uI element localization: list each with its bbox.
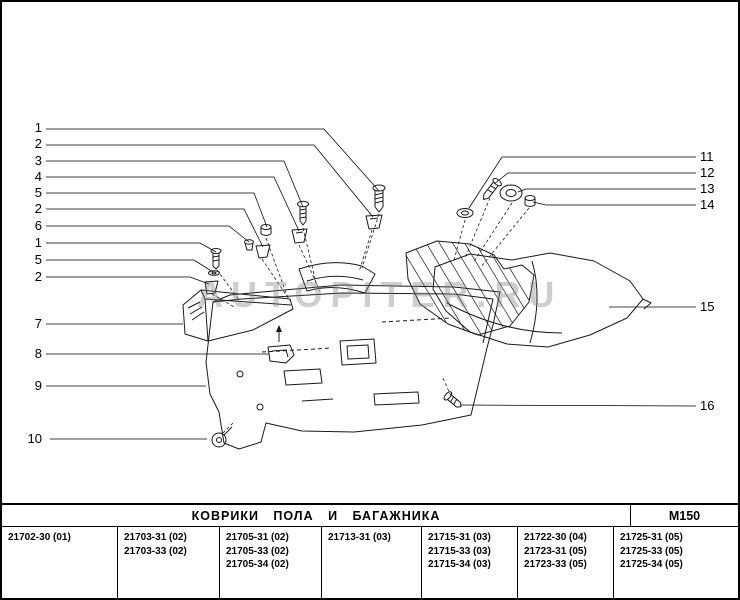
screw-icon — [297, 200, 309, 226]
part-number-cell: 21705-31 (02) — [226, 532, 289, 543]
part-number-cell: 21705-34 (02) — [226, 559, 289, 570]
spacer-icon — [524, 195, 536, 207]
callout-number: 7 — [34, 316, 42, 331]
part-number-cell: 21703-33 (02) — [124, 545, 187, 557]
callout-number: 14 — [700, 197, 715, 212]
callout-number: 6 — [34, 218, 42, 233]
callout-number: 16 — [700, 398, 715, 413]
part-number-cell: 21703-31 (02) — [124, 532, 187, 543]
title-bar: КОВРИКИ ПОЛА И БАГАЖНИКА М150 — [2, 503, 738, 527]
part-number-cell: 21725-33 (05) — [620, 545, 683, 557]
callout-number: 1 — [34, 120, 42, 135]
page-code: М150 — [630, 505, 738, 526]
part-number-cell: 21723-31 (05) — [524, 545, 587, 557]
washer-icon — [208, 270, 220, 276]
bracket-part — [267, 344, 295, 364]
parts-table: 21702-30 (01) 21703-31 (02) 21703-33 (02… — [2, 527, 738, 598]
assembly-dashed-lines — [211, 197, 530, 434]
rear-carpet-part — [405, 240, 535, 336]
callout-number: 4 — [34, 169, 42, 184]
screw-icon — [210, 248, 222, 270]
table-column-7: 21725-31 (05) 21725-33 (05) 21725-34 (05… — [614, 527, 738, 598]
part-number-cell: 21705-33 (02) — [226, 545, 289, 557]
trunk-mat-part — [432, 252, 652, 348]
clip-icon — [255, 244, 271, 259]
callout-number: 5 — [34, 185, 42, 200]
part-number-cell: 21715-33 (03) — [428, 545, 491, 557]
table-column-3: 21705-31 (02) 21705-33 (02) 21705-34 (02… — [220, 527, 322, 598]
callout-number: 2 — [34, 269, 42, 284]
part-number-cell: 21725-34 (05) — [620, 559, 683, 570]
callout-number: 2 — [34, 201, 42, 216]
table-column-1: 21702-30 (01) — [2, 527, 118, 598]
part-number-cell: 21713-31 (03) — [328, 532, 391, 543]
table-column-5: 21715-31 (03) 21715-33 (03) 21715-34 (03… — [422, 527, 518, 598]
cap-icon — [260, 224, 272, 236]
screw-icon — [483, 177, 502, 200]
part-number-cell: 21715-31 (03) — [428, 532, 491, 543]
grommet-icon — [499, 184, 523, 202]
part-number-cell: 21715-34 (03) — [428, 559, 491, 570]
callout-number: 13 — [700, 181, 715, 196]
callout-number: 3 — [34, 153, 42, 168]
screw-icon — [443, 391, 462, 408]
part-number-cell: 21725-31 (05) — [620, 532, 683, 543]
table-column-2: 21703-31 (02) 21703-33 (02) — [118, 527, 220, 598]
part-number-cell: 21702-30 (01) — [8, 532, 71, 543]
callout-number: 5 — [34, 252, 42, 267]
clip-icon — [204, 280, 219, 295]
page-title: КОВРИКИ ПОЛА И БАГАЖНИКА — [191, 508, 441, 523]
clip-icon — [365, 214, 383, 230]
callout-number: 15 — [700, 299, 715, 314]
table-column-6: 21722-30 (04) 21723-31 (05) 21723-33 (05… — [518, 527, 614, 598]
callout-number: 12 — [700, 165, 715, 180]
screw-icon — [372, 184, 386, 213]
callout-number: 8 — [34, 346, 42, 361]
tunnel-strip-part — [298, 262, 376, 294]
parts-diagram — [46, 128, 697, 450]
callout-number: 1 — [34, 235, 42, 250]
table-column-4: 21713-31 (03) — [322, 527, 422, 598]
callout-number: 2 — [34, 136, 42, 151]
part-number-cell: 21723-33 (05) — [524, 559, 587, 570]
diagram-area: AUTOPITER.RU — [2, 2, 738, 503]
callout-number: 11 — [700, 149, 714, 164]
direction-arrow-icon — [276, 325, 282, 342]
leader-lines — [46, 128, 697, 440]
grommet-icon — [211, 426, 233, 448]
clip-icon — [244, 239, 254, 251]
callout-number: 10 — [27, 431, 42, 446]
part-number-cell: 21722-30 (04) — [524, 532, 587, 543]
washer-icon — [456, 208, 474, 218]
clip-icon — [291, 228, 308, 244]
watermark: AUTOPITER.RU — [197, 274, 563, 315]
callout-number: 9 — [34, 378, 42, 393]
